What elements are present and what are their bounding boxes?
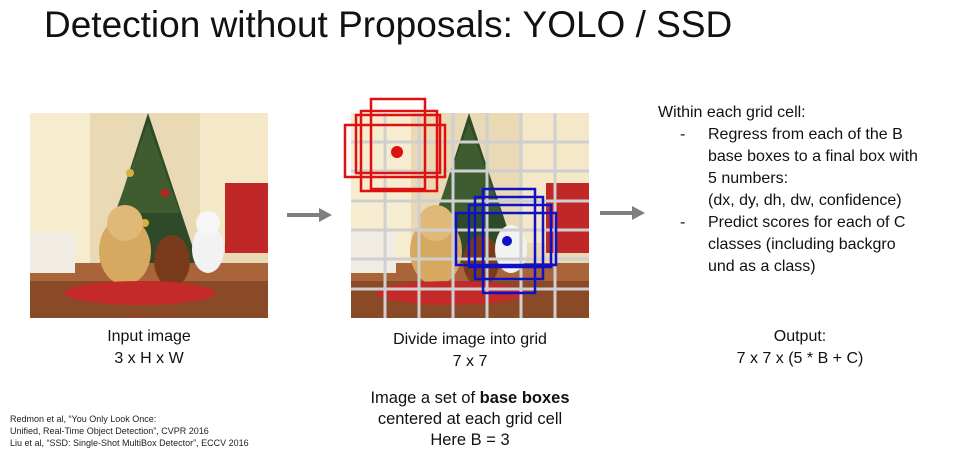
output-caption-line1: Output: xyxy=(773,328,827,345)
bullet-1-line: base boxes to a final box with xyxy=(708,148,918,165)
reference-line: Unified, Real-Time Object Detection”, CV… xyxy=(10,426,209,436)
base-boxes-prefix: Image a set of xyxy=(370,389,480,407)
grid-caption: Divide image into grid 7 x 7 xyxy=(330,329,610,373)
explanation-bullet-1: - Regress from each of the B base boxes … xyxy=(658,124,956,212)
input-caption-line2: 3 x H x W xyxy=(114,350,184,367)
grid-caption-line2: 7 x 7 xyxy=(452,353,488,370)
explanation-heading: Within each grid cell: xyxy=(658,104,806,121)
bullet-2-line: classes (including backgro xyxy=(708,236,896,253)
bullet-1-line: (dx, dy, dh, dw, confidence) xyxy=(708,192,902,209)
bullet-2-line: und as a class) xyxy=(708,258,816,275)
bullet-dash: - xyxy=(680,214,686,231)
reference-line: Redmon et al, “You Only Look Once: xyxy=(10,414,157,424)
base-boxes-caption: Image a set of base boxes centered at ea… xyxy=(310,388,630,451)
bullet-dash: - xyxy=(680,126,686,143)
bullet-2-line: Predict scores for each of C xyxy=(708,214,906,231)
arrow-right-icon xyxy=(287,208,332,222)
grid-photo-illustration xyxy=(343,97,589,318)
grid-image xyxy=(343,97,589,318)
arrow-right-icon xyxy=(600,206,645,220)
red-base-boxes xyxy=(343,97,447,193)
base-boxes-bold: base boxes xyxy=(479,389,570,407)
input-photo-illustration xyxy=(30,113,268,318)
reference-line: Liu et al, “SSD: Single-Shot MultiBox De… xyxy=(10,438,249,448)
grid-caption-line1: Divide image into grid xyxy=(393,331,547,348)
base-boxes-line1: Image a set of base boxes xyxy=(310,388,630,409)
output-caption-line2: 7 x 7 x (5 * B + C) xyxy=(736,350,864,367)
references: Redmon et al, “You Only Look Once: Unifi… xyxy=(10,413,249,449)
output-caption: Output: 7 x 7 x (5 * B + C) xyxy=(700,326,900,370)
red-cell-center xyxy=(391,146,403,158)
bullet-1-line: Regress from each of the B xyxy=(708,126,903,143)
bullet-1-line: 5 numbers: xyxy=(708,170,789,187)
input-image xyxy=(30,113,268,318)
explanation-bullet-2: - Predict scores for each of C classes (… xyxy=(658,212,956,278)
input-caption-line1: Input image xyxy=(107,328,191,345)
blue-cell-center xyxy=(502,236,512,246)
base-boxes-line2: centered at each grid cell xyxy=(377,410,563,428)
input-caption: Input image 3 x H x W xyxy=(30,326,268,370)
base-boxes-line3: Here B = 3 xyxy=(430,431,510,449)
explanation-panel: Within each grid cell: - Regress from ea… xyxy=(658,102,956,278)
blue-base-boxes xyxy=(454,187,558,295)
slide-title: Detection without Proposals: YOLO / SSD xyxy=(44,4,733,45)
